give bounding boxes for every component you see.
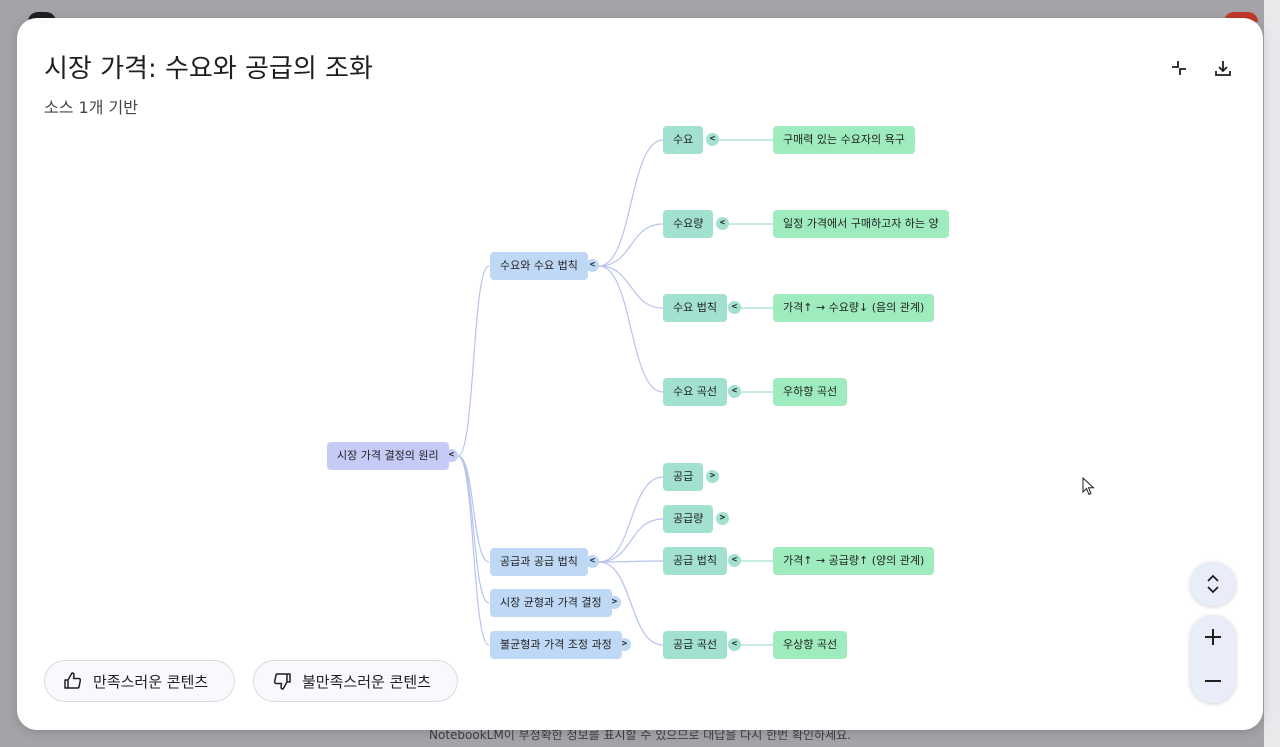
mindmap-root-node[interactable]: 시장 가격 결정의 원리 [327,442,449,470]
mindmap-dialog: 시장 가격: 수요와 공급의 조화 소스 1개 기반 [17,18,1263,730]
expand-all-button[interactable] [1190,562,1236,606]
bad-content-label: 불만족스러운 콘텐츠 [302,672,431,691]
zoom-controls [1190,615,1236,703]
demand-curve-toggle[interactable]: < [728,385,741,398]
download-icon [1215,61,1231,76]
mouse-cursor-icon [1082,477,1095,496]
node-law-of-demand[interactable]: 수요 법칙 [663,294,727,322]
footer-disclaimer: NotebookLM이 부정확한 정보를 표시할 수 있으므로 대답을 다시 한… [429,728,851,742]
unfold-icon [1207,574,1219,594]
good-content-button[interactable]: 만족스러운 콘텐츠 [44,660,235,702]
node-supply-law[interactable]: 공급과 공급 법칙 [490,548,588,576]
node-demand-definition[interactable]: 구매력 있는 수요자의 욕구 [773,126,915,154]
supply-curve-toggle[interactable]: < [728,638,741,651]
zoom-in-button[interactable] [1190,615,1236,659]
law-of-supply-toggle[interactable]: < [728,554,741,567]
node-supply-curve-definition[interactable]: 우상향 곡선 [773,631,848,659]
mindmap-connectors [457,139,773,646]
law-of-demand-toggle[interactable]: < [728,301,741,314]
node-supply[interactable]: 공급 [663,463,704,491]
dialog-title: 시장 가격: 수요와 공급의 조화 [44,54,373,84]
root-collapse-toggle[interactable]: < [445,449,458,462]
minus-icon [1205,680,1221,682]
node-quantity-demanded-definition[interactable]: 일정 가격에서 구매하고자 하는 양 [773,210,949,238]
supply-node-expand-toggle[interactable]: > [706,470,719,483]
node-supply-curve[interactable]: 공급 곡선 [663,631,727,659]
node-disequilibrium[interactable]: 불균형과 가격 조정 과정 [490,631,622,659]
node-law-of-demand-definition[interactable]: 가격↑ → 수요량↓ (음의 관계) [773,294,935,322]
node-demand[interactable]: 수요 [663,126,704,154]
node-law-of-supply-definition[interactable]: 가격↑ → 공급량↑ (양의 관계) [773,547,935,575]
node-quantity-demanded[interactable]: 수요량 [663,210,714,238]
bad-content-button[interactable]: 불만족스러운 콘텐츠 [253,660,458,702]
good-content-label: 만족스러운 콘텐츠 [93,672,209,691]
quantity-supplied-expand-toggle[interactable]: > [716,512,729,525]
thumbs-up-icon [63,671,83,691]
node-demand-curve-definition[interactable]: 우하향 곡선 [773,378,848,406]
zoom-out-button[interactable] [1190,659,1236,703]
node-demand-curve[interactable]: 수요 곡선 [663,378,727,406]
node-quantity-supplied[interactable]: 공급량 [663,505,714,533]
download-button[interactable] [1209,54,1237,82]
background-side-panel [1264,0,1280,747]
node-market-equilibrium[interactable]: 시장 균형과 가격 결정 [490,589,612,617]
plus-icon [1205,629,1221,645]
equilibrium-expand-toggle[interactable]: > [608,596,621,609]
disequilibrium-expand-toggle[interactable]: > [618,638,631,651]
collapse-button[interactable] [1165,54,1193,82]
source-count: 소스 1개 기반 [44,98,138,117]
collapse-icon [1172,61,1186,75]
thumbs-down-icon [272,671,292,691]
demand-node-toggle[interactable]: < [706,133,719,146]
background-profile-avatar [1224,12,1258,22]
node-demand-law[interactable]: 수요와 수요 법칙 [490,252,588,280]
supply-collapse-toggle[interactable]: < [586,555,599,568]
background-avatar [28,12,56,22]
quantity-demanded-toggle[interactable]: < [716,217,729,230]
node-law-of-supply[interactable]: 공급 법칙 [663,547,727,575]
demand-collapse-toggle[interactable]: < [586,259,599,272]
unfold-control[interactable] [1190,562,1236,606]
